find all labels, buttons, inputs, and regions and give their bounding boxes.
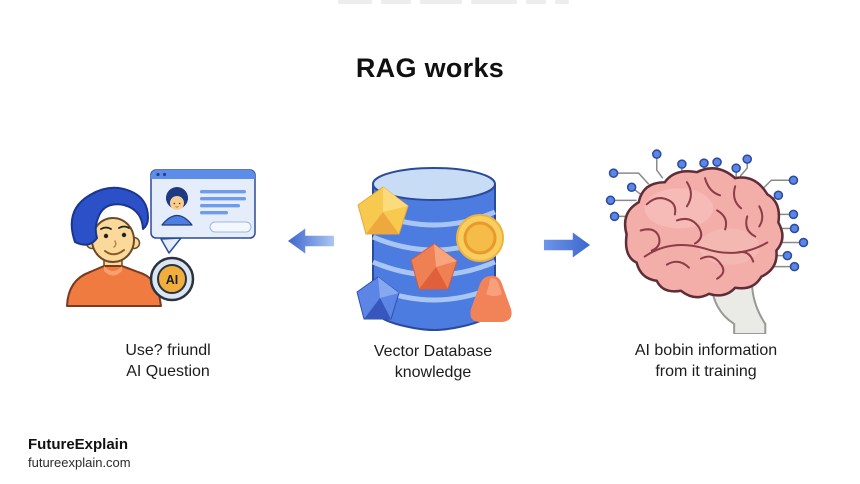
gem-yellow: [357, 186, 409, 235]
vector-database-svg: [356, 167, 512, 331]
shirt-collar: [104, 266, 122, 276]
chat-button: [209, 221, 252, 233]
database-caption-line2: knowledge: [394, 364, 472, 382]
brand-website: futureexplain.com: [28, 454, 131, 470]
person-smile: [104, 249, 125, 256]
database-caption: Vector Database knowledge: [323, 341, 543, 383]
window-dot-icon: [162, 172, 167, 177]
cropped-text-artifact: [338, 0, 569, 5]
arrow-right-icon: [543, 232, 591, 258]
database-top: [372, 167, 496, 201]
database-caption-line1: Vector Database: [373, 343, 493, 360]
gem-gumdrop-orange: [470, 275, 512, 322]
chat-window-titlebar: [151, 170, 255, 179]
gem-orange: [410, 243, 458, 290]
user-caption-line2: AI Question: [126, 363, 210, 381]
arrow-left-icon: [287, 228, 335, 254]
user-caption: Use? friundl AI Question: [58, 340, 278, 382]
brand-name: FutureExplain: [28, 436, 129, 453]
brain-caption: AI bobin information from it training: [596, 340, 816, 382]
ai-badge: AI: [149, 256, 195, 302]
coin: [456, 214, 504, 262]
user-illustration: AI: [58, 148, 280, 310]
brain-body: [623, 167, 784, 299]
brain-highlight: [644, 188, 714, 229]
chat-text-lines: [200, 190, 246, 215]
ai-badge-text: AI: [166, 273, 179, 287]
brain-folds: [639, 177, 769, 280]
footer-branding: FutureExplain futureexplain.com: [28, 436, 131, 471]
person-face: [91, 217, 135, 263]
ai-brain-svg: [605, 149, 809, 336]
chat-window: [150, 169, 256, 239]
user-caption-line1: Use? friundl: [125, 342, 211, 359]
window-dot-icon: [156, 172, 160, 177]
circuit-nodes: [605, 149, 809, 272]
database-illustration: [340, 160, 540, 345]
person-hair: [70, 186, 149, 246]
page-title: RAG works: [355, 53, 505, 83]
brain-caption-line1: AI bobin information: [634, 342, 778, 359]
person: [66, 186, 162, 307]
brain-caption-line2: from it training: [655, 363, 757, 381]
brain-illustration: [588, 138, 820, 336]
assistant-avatar: [161, 187, 193, 226]
gem-blue: [356, 276, 400, 320]
speech-bubble-tail: [160, 237, 182, 254]
brain-highlight: [698, 228, 760, 265]
person-with-chat-svg: AI: [66, 169, 256, 307]
